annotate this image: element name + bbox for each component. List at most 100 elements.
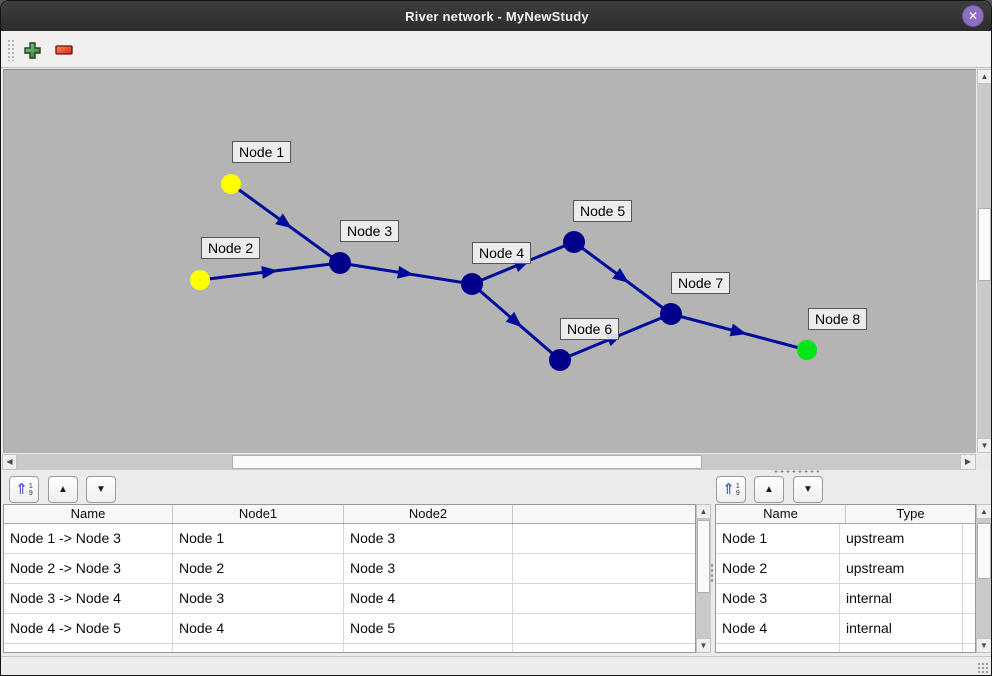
up-triangle-icon: ▲: [58, 483, 68, 495]
table-cell[interactable]: [173, 644, 344, 652]
table-cell[interactable]: Node 2 -> Node 3: [4, 554, 173, 584]
remove-node-button[interactable]: [54, 40, 74, 60]
table-cell[interactable]: [840, 644, 963, 652]
edge-arrow-icon: [612, 268, 629, 283]
toolbar-drag-handle[interactable]: [7, 39, 15, 61]
node-internal[interactable]: [563, 231, 585, 253]
scroll-down-icon[interactable]: ▼: [977, 438, 991, 453]
vscroll-thumb[interactable]: [978, 208, 991, 281]
vscroll-thumb[interactable]: [697, 520, 710, 593]
table-cell[interactable]: Node 4 -> Node 5: [4, 614, 173, 644]
table-cell[interactable]: [716, 644, 840, 652]
table-cell[interactable]: [344, 644, 513, 652]
node-internal[interactable]: [660, 303, 682, 325]
row-filler: [963, 524, 975, 554]
nodes-table-vscrollbar[interactable]: ▲ ▼: [976, 504, 991, 653]
node-label[interactable]: Node 2: [201, 237, 261, 259]
table-cell[interactable]: Node 3 -> Node 4: [4, 584, 173, 614]
close-icon[interactable]: ✕: [962, 5, 984, 27]
table-cell[interactable]: Node 1: [173, 524, 344, 554]
vscroll-thumb[interactable]: [977, 523, 991, 579]
canvas-vscrollbar[interactable]: ▲ ▼: [977, 69, 991, 453]
scroll-down-icon[interactable]: ▼: [696, 638, 711, 653]
table-cell[interactable]: Node 3: [344, 524, 513, 554]
scroll-down-icon[interactable]: ▼: [976, 638, 991, 653]
network-canvas[interactable]: Node 1 Node 2 Node 3 Node 4 Node 5 Node 6 Node…: [3, 69, 976, 453]
table-cell[interactable]: upstream: [839, 554, 963, 584]
vertical-splitter-handle[interactable]: [710, 563, 714, 583]
canvas-hscrollbar[interactable]: ◀ ▶: [2, 454, 976, 470]
node-label[interactable]: Node 5: [573, 200, 633, 222]
table-row[interactable]: [4, 644, 695, 652]
column-header[interactable]: Name: [716, 505, 846, 523]
down-triangle-icon: ▼: [803, 483, 813, 495]
scroll-right-icon[interactable]: ▶: [960, 454, 976, 470]
table-cell[interactable]: Node 1: [716, 524, 840, 554]
node-label[interactable]: Node 8: [808, 308, 868, 330]
table-cell[interactable]: Node 3: [344, 554, 513, 584]
edge-arrow-icon: [275, 213, 292, 229]
table-cell[interactable]: Node 2: [173, 554, 344, 584]
column-header[interactable]: Node1: [173, 505, 344, 523]
table-cell[interactable]: Node 4: [716, 614, 840, 644]
node-label[interactable]: Node 1: [232, 141, 292, 163]
node-label[interactable]: Node 3: [340, 220, 400, 242]
move-edge-up-button[interactable]: ▲: [48, 476, 78, 503]
row-filler: [513, 554, 695, 584]
add-node-button[interactable]: [22, 40, 42, 60]
move-node-up-button[interactable]: ▲: [754, 476, 784, 503]
scroll-left-icon[interactable]: ◀: [2, 454, 17, 470]
column-header[interactable]: Node2: [344, 505, 513, 523]
node-label[interactable]: Node 6: [560, 318, 620, 340]
scroll-up-icon[interactable]: ▲: [696, 504, 711, 519]
node-upstream[interactable]: [190, 270, 210, 290]
node-internal[interactable]: [461, 273, 483, 295]
node-internal[interactable]: [549, 349, 571, 371]
resize-grip[interactable]: [977, 662, 989, 674]
toolbar: [1, 31, 991, 68]
window-title: River network - MyNewStudy: [405, 8, 589, 24]
node-upstream[interactable]: [221, 174, 241, 194]
node-internal[interactable]: [329, 252, 351, 274]
node-downstream[interactable]: [797, 340, 817, 360]
table-cell[interactable]: Node 4: [344, 584, 513, 614]
horizontal-splitter-handle[interactable]: [773, 470, 819, 473]
edges-table-vscrollbar[interactable]: ▲ ▼: [696, 504, 711, 653]
move-edge-down-button[interactable]: ▼: [86, 476, 116, 503]
node-label[interactable]: Node 4: [472, 242, 532, 264]
status-bar: [1, 656, 991, 675]
table-cell[interactable]: internal: [839, 614, 963, 644]
header-filler: [513, 505, 695, 523]
table-cell[interactable]: Node 4: [173, 614, 344, 644]
table-cell[interactable]: Node 3: [716, 584, 840, 614]
table-cell[interactable]: [4, 644, 173, 652]
scroll-up-icon[interactable]: ▲: [977, 69, 991, 84]
table-cell[interactable]: Node 1 -> Node 3: [4, 524, 173, 554]
row-filler: [963, 584, 975, 614]
scroll-up-icon[interactable]: ▲: [976, 504, 991, 519]
hscroll-thumb[interactable]: [232, 455, 702, 469]
node-label[interactable]: Node 7: [671, 272, 731, 294]
table-row[interactable]: [716, 644, 975, 652]
table-cell[interactable]: Node 3: [173, 584, 344, 614]
column-header[interactable]: Name: [4, 505, 173, 523]
table-cell[interactable]: Node 2: [716, 554, 840, 584]
table-cell[interactable]: Node 5: [344, 614, 513, 644]
table-cell[interactable]: upstream: [839, 524, 963, 554]
move-node-down-button[interactable]: ▼: [793, 476, 823, 503]
column-header[interactable]: Type: [896, 506, 925, 521]
table-cell[interactable]: internal: [839, 584, 963, 614]
title-bar[interactable]: River network - MyNewStudy ✕: [1, 1, 991, 31]
